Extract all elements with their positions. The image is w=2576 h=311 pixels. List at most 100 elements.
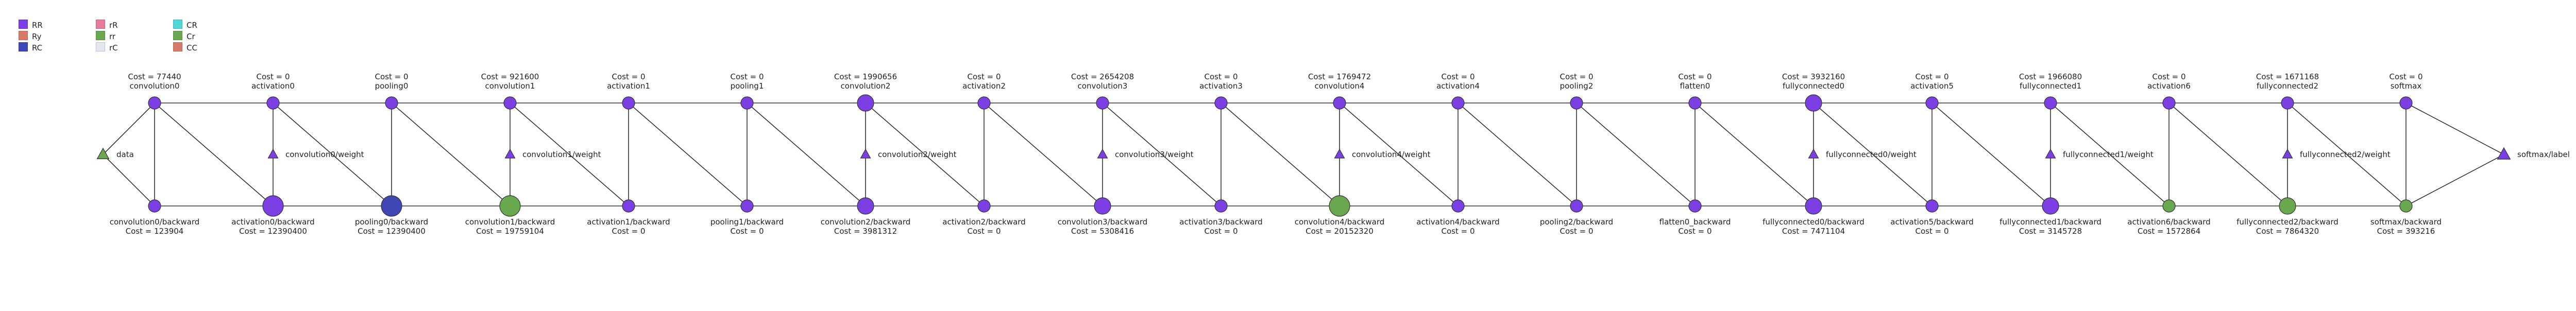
edge <box>984 102 1103 206</box>
backward-node <box>977 199 991 213</box>
backward-node <box>1805 197 1822 215</box>
forward-node-cost: Cost = 0 <box>731 72 764 81</box>
backward-node-cost: Cost = 123904 <box>126 227 184 236</box>
forward-node <box>740 96 754 110</box>
edge <box>1813 102 1933 206</box>
edge <box>1694 102 1814 206</box>
forward-node <box>1688 96 1702 110</box>
forward-node-cost: Cost = 0 <box>375 72 409 81</box>
legend-label: RC <box>32 43 43 53</box>
forward-node-cost: Cost = 0 <box>1679 72 1712 81</box>
legend-item: rr <box>96 31 115 41</box>
input-node-label: data <box>116 150 134 159</box>
legend-item: rR <box>96 20 118 30</box>
forward-node <box>2044 96 2057 110</box>
forward-node-cost: Cost = 0 <box>2153 72 2186 81</box>
backward-node-label: activation1/backward <box>587 217 670 227</box>
forward-node-label: activation2 <box>962 81 1006 91</box>
forward-node-label: convolution0 <box>130 81 180 91</box>
legend-label: Ry <box>32 32 42 41</box>
legend-label: CC <box>187 43 197 53</box>
forward-node-cost: Cost = 1769472 <box>1308 72 1371 81</box>
forward-node <box>1214 96 1228 110</box>
weight-node-label: convolution3/weight <box>1115 150 1194 159</box>
edge <box>1458 102 1577 206</box>
edge <box>2168 102 2288 206</box>
backward-node <box>381 195 402 217</box>
forward-node-cost: Cost = 0 <box>1442 72 1475 81</box>
forward-node <box>1096 96 1109 110</box>
legend-swatch <box>173 20 182 29</box>
forward-node-label: activation3 <box>1199 81 1243 91</box>
input-node <box>96 147 110 159</box>
forward-node <box>1805 94 1822 112</box>
forward-node-cost: Cost = 1671168 <box>2256 72 2319 81</box>
backward-node-cost: Cost = 0 <box>731 227 764 236</box>
backward-node-label: convolution4/backward <box>1295 217 1385 227</box>
weight-node-label: convolution4/weight <box>1352 150 1431 159</box>
legend-item: Ry <box>19 31 41 41</box>
graph-nodes <box>96 94 2511 217</box>
forward-node <box>1451 96 1465 110</box>
legend-label: rr <box>109 32 116 41</box>
backward-node-label: activation6/backward <box>2127 217 2210 227</box>
forward-node-cost: Cost = 0 <box>1205 72 1238 81</box>
edge <box>2405 102 2504 155</box>
backward-node <box>1570 199 1583 213</box>
forward-node-cost: Cost = 0 <box>1916 72 1949 81</box>
backward-node <box>622 199 635 213</box>
forward-node-cost: Cost = 3932160 <box>1782 72 1845 81</box>
forward-node-label: activation5 <box>1910 81 1954 91</box>
forward-node-cost: Cost = 0 <box>968 72 1001 81</box>
legend-swatch <box>19 20 28 29</box>
forward-node <box>503 96 517 110</box>
backward-node-cost: Cost = 3145728 <box>2019 227 2082 236</box>
legend-swatch <box>19 31 28 40</box>
edge <box>2405 154 2504 206</box>
backward-node-label: pooling2/backward <box>1540 217 1613 227</box>
forward-node-label: convolution1 <box>485 81 535 91</box>
backward-node <box>1925 199 1939 213</box>
backward-node-label: convolution3/backward <box>1058 217 1148 227</box>
backward-node <box>148 199 161 213</box>
edge <box>154 102 274 206</box>
backward-node-label: fullyconnected2/backward <box>2236 217 2338 227</box>
weight-node <box>1808 148 1819 159</box>
edge <box>1221 102 1340 206</box>
forward-node-label: pooling1 <box>731 81 764 91</box>
backward-node-label: softmax/backward <box>2370 217 2442 227</box>
legend-item: CC <box>173 42 197 53</box>
backward-node-label: convolution1/backward <box>465 217 555 227</box>
edge <box>1102 102 1222 206</box>
forward-node-label: activation1 <box>607 81 650 91</box>
backward-node-cost: Cost = 1572864 <box>2138 227 2200 236</box>
forward-node-label: convolution4 <box>1315 81 1365 91</box>
forward-node <box>977 96 991 110</box>
backward-node-label: convolution2/backward <box>821 217 911 227</box>
weight-node <box>860 148 871 159</box>
backward-node-cost: Cost = 393216 <box>2377 227 2435 236</box>
legend-label: RR <box>32 21 43 30</box>
legend-label: CR <box>187 21 197 30</box>
backward-node-cost: Cost = 0 <box>1916 227 1949 236</box>
backward-node-cost: Cost = 19759104 <box>476 227 544 236</box>
backward-node-label: activation5/backward <box>1890 217 1973 227</box>
backward-node <box>2399 199 2413 213</box>
forward-node-label: convolution3 <box>1078 81 1128 91</box>
backward-node-cost: Cost = 7471104 <box>1782 227 1845 236</box>
backward-node-cost: Cost = 7864320 <box>2256 227 2319 236</box>
edge <box>1576 102 1696 206</box>
forward-node-label: convolution2 <box>841 81 891 91</box>
legend-label: rC <box>109 43 118 53</box>
forward-node-label: activation0 <box>251 81 295 91</box>
backward-node <box>740 199 754 213</box>
backward-node <box>1688 199 1702 213</box>
legend-swatch <box>173 31 182 40</box>
legend-item: RR <box>19 20 43 30</box>
backward-node-label: pooling1/backward <box>710 217 784 227</box>
backward-node-label: pooling0/backward <box>355 217 428 227</box>
backward-node-cost: Cost = 12390400 <box>239 227 307 236</box>
forward-node <box>1925 96 1939 110</box>
